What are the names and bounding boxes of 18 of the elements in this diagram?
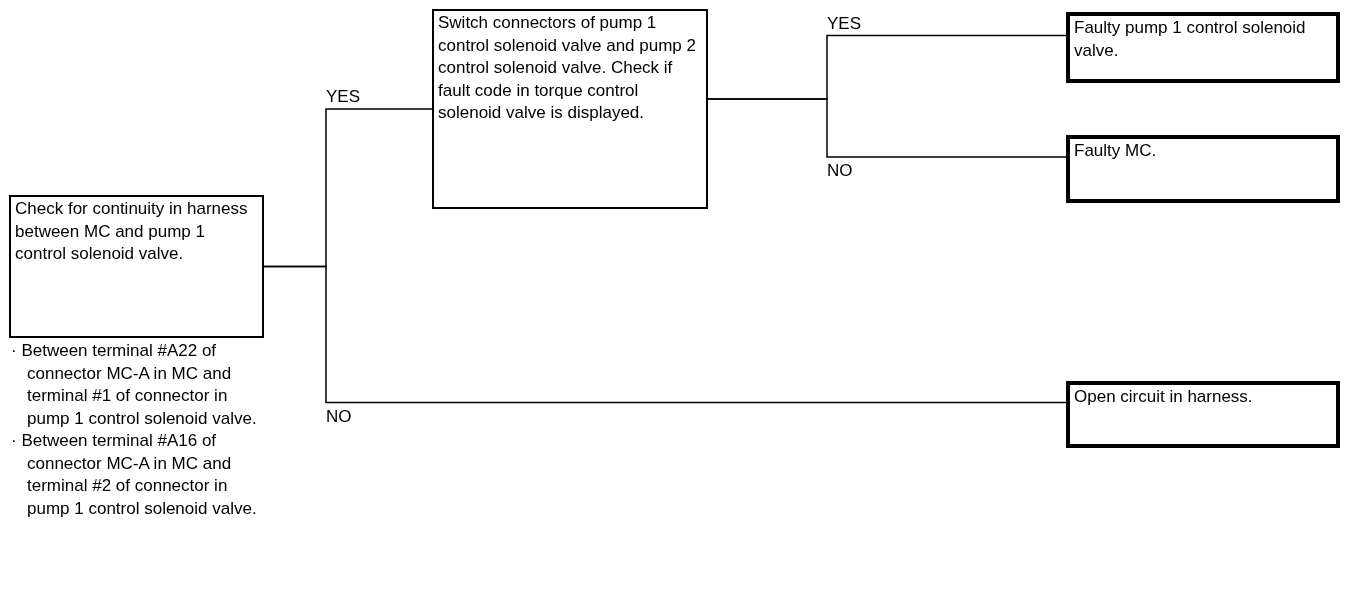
box-text: Faulty pump 1 control solenoid valve.: [1074, 17, 1307, 62]
edge-label: YES: [326, 87, 361, 107]
process-box: [9, 195, 264, 338]
edge-label: YES: [827, 13, 862, 34]
box-text: Switch connectors of pump 1 control solenoid valve and pump 2 control solenoid valve. Check if fault code in torque control solenoid valve is displayed.: [438, 12, 697, 124]
connector-line: [263, 265, 1067, 404]
edge-label: NO: [827, 161, 853, 181]
process-box: [432, 9, 708, 209]
note-text: · Between terminal #A16 of connector MC-A in MC and terminal #2 of connector in pump 1 control solenoid valve.: [11, 430, 258, 520]
box-text: Check for continuity in harness between MC and pump 1 control solenoid valve.: [15, 198, 249, 265]
process-box: [1066, 381, 1340, 448]
process-box: [1066, 135, 1340, 203]
process-box: [1066, 12, 1340, 83]
connector-line: [707, 98, 1067, 158]
box-text: Open circuit in harness.: [1074, 386, 1254, 408]
edge-label: NO: [326, 406, 352, 427]
note-text: · Between terminal #A22 of connector MC-A in MC and terminal #1 of connector in pump 1 control solenoid valve.: [11, 340, 258, 430]
box-text: Faulty MC.: [1074, 140, 1158, 162]
